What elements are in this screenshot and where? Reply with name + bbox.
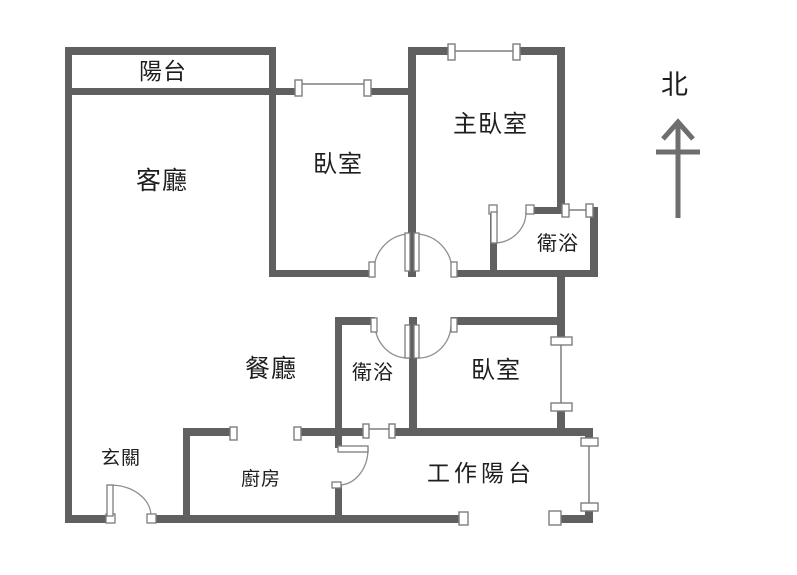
wall-master-right: [557, 47, 565, 214]
window-bedroom2-east: [550, 336, 573, 412]
wall-balcony-top: [65, 47, 276, 55]
wall-left: [65, 47, 72, 523]
cap-wbalcony-bottom-end: [548, 510, 562, 526]
wall-mid-right: [451, 270, 598, 277]
door-bath1: [488, 204, 535, 244]
room-label-work-balcony: 工作陽台: [427, 460, 535, 486]
door-master-bedroom: [413, 232, 458, 278]
compass-north-label: 北: [661, 70, 689, 100]
wall-end-caps: [229, 426, 562, 526]
wall-kitchen-right-lower: [335, 486, 342, 522]
wall-wbalcony-bottom: [557, 515, 593, 523]
wall-right-lower: [557, 410, 565, 435]
room-label-entryway: 玄關: [101, 448, 142, 469]
window-bedroom1-north: [294, 79, 372, 97]
room-label-bathroom-common: 衛浴: [352, 362, 394, 384]
wall-bedrooms-divider: [408, 47, 416, 277]
wall-low-top-right: [451, 317, 565, 325]
north-arrow-icon: [656, 118, 700, 218]
cap-kitchen-opening-left: [229, 426, 238, 441]
room-label-master-bedroom: 主臥室: [453, 111, 528, 138]
wall-right-upper: [557, 277, 565, 339]
room-label-living-room: 客廳: [136, 167, 189, 195]
wall-bath1-top: [527, 207, 568, 214]
wall-living-right: [269, 47, 276, 277]
wall-band-right: [394, 428, 593, 436]
window-wbalcony-east: [580, 437, 599, 512]
door-bedroom2: [413, 317, 458, 359]
door-entry: [105, 484, 157, 524]
room-label-dining-room: 餐廳: [245, 355, 298, 383]
room-label-bedroom-lower: 臥室: [471, 357, 521, 384]
wall-balcony-bottom: [65, 88, 297, 95]
door-kitchen-wbalcony: [331, 445, 369, 489]
room-label-bathroom-master: 衛浴: [537, 233, 579, 255]
wall-band-mid: [301, 428, 366, 436]
cap-bottom-wall-end: [458, 511, 469, 526]
door-bedroom1: [368, 232, 411, 278]
wall-kitchen-top: [187, 428, 232, 436]
wall-wbalcony-stub-bottom: [585, 508, 593, 517]
wall-bottom-left: [65, 515, 113, 523]
window-bath2: [362, 423, 396, 439]
door-bath2: [370, 317, 411, 359]
cap-kitchen-opening-right: [293, 426, 302, 441]
windows: [294, 43, 599, 512]
wall-master-top-right: [518, 47, 565, 55]
wall-mid-left: [269, 270, 373, 277]
doors: [105, 204, 535, 524]
room-label-kitchen: 廚房: [241, 469, 282, 490]
wall-bath1-right: [590, 207, 598, 277]
window-master-north: [447, 43, 521, 61]
wall-bath2-left: [335, 317, 342, 448]
wall-bottom-main: [150, 515, 468, 523]
wall-entry-divider: [183, 428, 190, 523]
wall-master-top-left: [408, 47, 454, 55]
window-bath1: [561, 203, 594, 218]
room-label-bedroom-upper: 臥室: [313, 151, 363, 178]
wall-bedroom1-top: [370, 88, 411, 95]
walls: [65, 47, 598, 523]
room-label-balcony: 陽台: [139, 58, 187, 84]
wall-low-top-left: [335, 317, 375, 325]
wall-bath2-right: [409, 317, 417, 435]
